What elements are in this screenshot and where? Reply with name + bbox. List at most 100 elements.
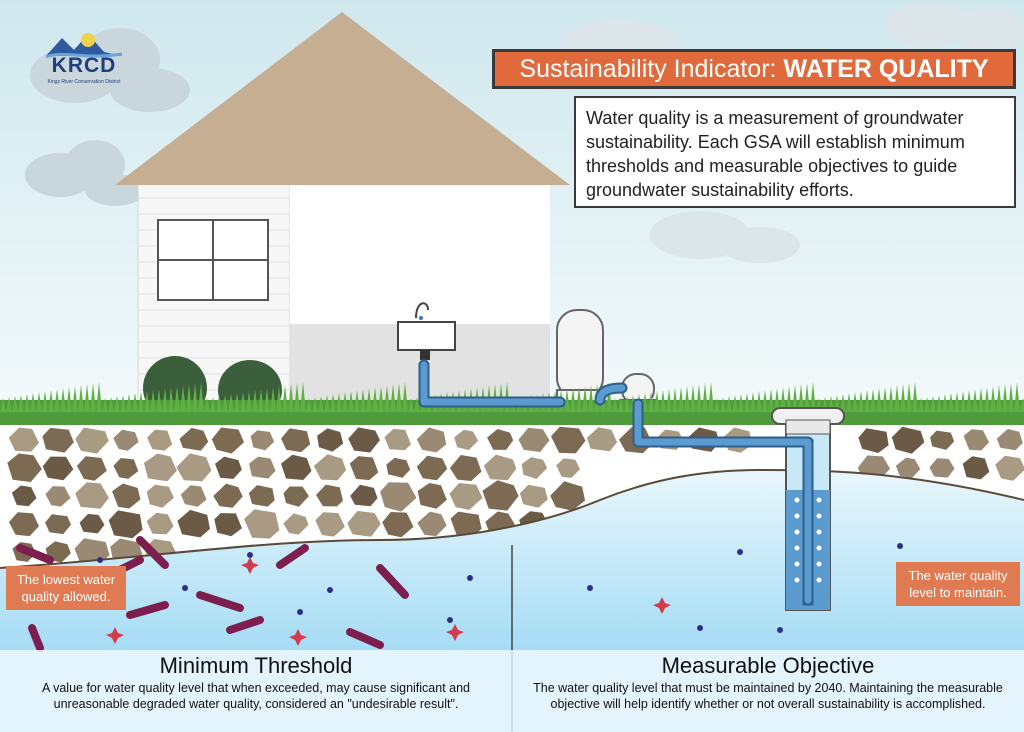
rock [518, 427, 550, 452]
rock [384, 428, 411, 451]
rock [7, 453, 42, 482]
rock [244, 509, 280, 539]
house [115, 12, 570, 419]
contaminant-star [106, 627, 124, 644]
rock [316, 484, 343, 507]
rock [550, 481, 586, 511]
rock [113, 458, 139, 479]
callout-quality-to-maintain: The water quality level to maintain. [896, 562, 1020, 606]
rock [283, 513, 309, 535]
logo-subtitle: Kings River Conservation District [47, 79, 121, 85]
rock [487, 429, 514, 450]
rock [347, 510, 381, 537]
cloud [25, 140, 145, 206]
rock [45, 514, 71, 535]
contaminant-dot [897, 543, 903, 549]
contaminant-dot [297, 609, 303, 615]
rock [176, 453, 212, 482]
description-box: Water quality is a measurement of ground… [574, 96, 1016, 208]
rock [556, 458, 580, 478]
rock [483, 454, 517, 481]
rock [386, 457, 411, 478]
rock [891, 426, 925, 454]
contaminant-dot [467, 575, 473, 581]
rock [42, 456, 74, 481]
contaminant-dot [737, 549, 743, 555]
rock [349, 456, 379, 481]
rock [382, 512, 414, 538]
rock [930, 430, 955, 450]
contaminant-rod [196, 591, 244, 612]
contaminant-rod [346, 628, 384, 649]
rock [147, 429, 173, 451]
contaminant-dot [587, 585, 593, 591]
rock [551, 426, 586, 454]
rock [317, 428, 344, 452]
minimum-threshold-panel: Minimum Threshold A value for water qual… [0, 650, 512, 732]
rock [146, 512, 174, 535]
rock [281, 454, 312, 480]
contaminant-dot [447, 617, 453, 623]
rock [112, 483, 141, 509]
rock [858, 428, 889, 453]
rock [143, 453, 177, 482]
rock [315, 512, 345, 537]
contaminant-star [289, 629, 307, 646]
rock [45, 486, 71, 507]
contaminant-dot [777, 627, 783, 633]
callout-lowest-quality: The lowest water quality allowed. [6, 566, 126, 610]
rock [75, 427, 109, 454]
rock [146, 484, 174, 508]
rock [962, 456, 990, 480]
rock [449, 483, 483, 510]
rock [281, 428, 311, 453]
contaminant-rod [276, 544, 309, 569]
rock [521, 457, 548, 479]
contaminant-rod [136, 536, 169, 569]
rock [454, 429, 479, 450]
contaminant-dot [697, 625, 703, 631]
contaminant-rod [226, 616, 264, 634]
logo-text: KRCD [51, 54, 117, 77]
measurable-objective-text: The water quality level that must be mai… [533, 681, 1003, 711]
rock [211, 427, 244, 454]
rock [350, 484, 378, 507]
measurable-objective-panel: Measurable Objective The water quality l… [512, 650, 1024, 732]
rock [179, 427, 209, 451]
title-highlight: WATER QUALITY [783, 54, 989, 83]
contaminant-dot [97, 557, 103, 563]
contaminant-dot [247, 552, 253, 558]
rock [42, 427, 74, 453]
rock [108, 510, 143, 539]
minimum-threshold-title: Minimum Threshold [159, 653, 353, 678]
rock [77, 456, 107, 481]
title-label: Sustainability Indicator: [519, 54, 777, 83]
rock [11, 485, 37, 507]
rock [416, 427, 447, 453]
rock [75, 482, 109, 509]
measurable-objective-title: Measurable Objective [661, 653, 875, 678]
rock [417, 511, 447, 537]
rock [113, 429, 139, 451]
bottom-panel-left-bg [0, 650, 512, 732]
rock [248, 485, 275, 507]
rock [250, 430, 275, 451]
rock [283, 486, 309, 507]
window [157, 219, 269, 301]
rock [79, 513, 105, 534]
sink [397, 302, 456, 360]
rock [416, 455, 448, 481]
rock [177, 509, 210, 538]
cloud [885, 3, 1024, 52]
rock [380, 482, 417, 512]
rock [995, 455, 1024, 481]
rock [348, 427, 380, 453]
bottom-panel-right-bg [512, 650, 1024, 732]
contaminant-rod [16, 544, 54, 564]
roof [115, 12, 570, 185]
rock [249, 456, 276, 479]
rock [450, 511, 482, 537]
title-banner: Sustainability Indicator:WATER QUALITY [492, 49, 1016, 89]
contaminant-dot [182, 585, 188, 591]
